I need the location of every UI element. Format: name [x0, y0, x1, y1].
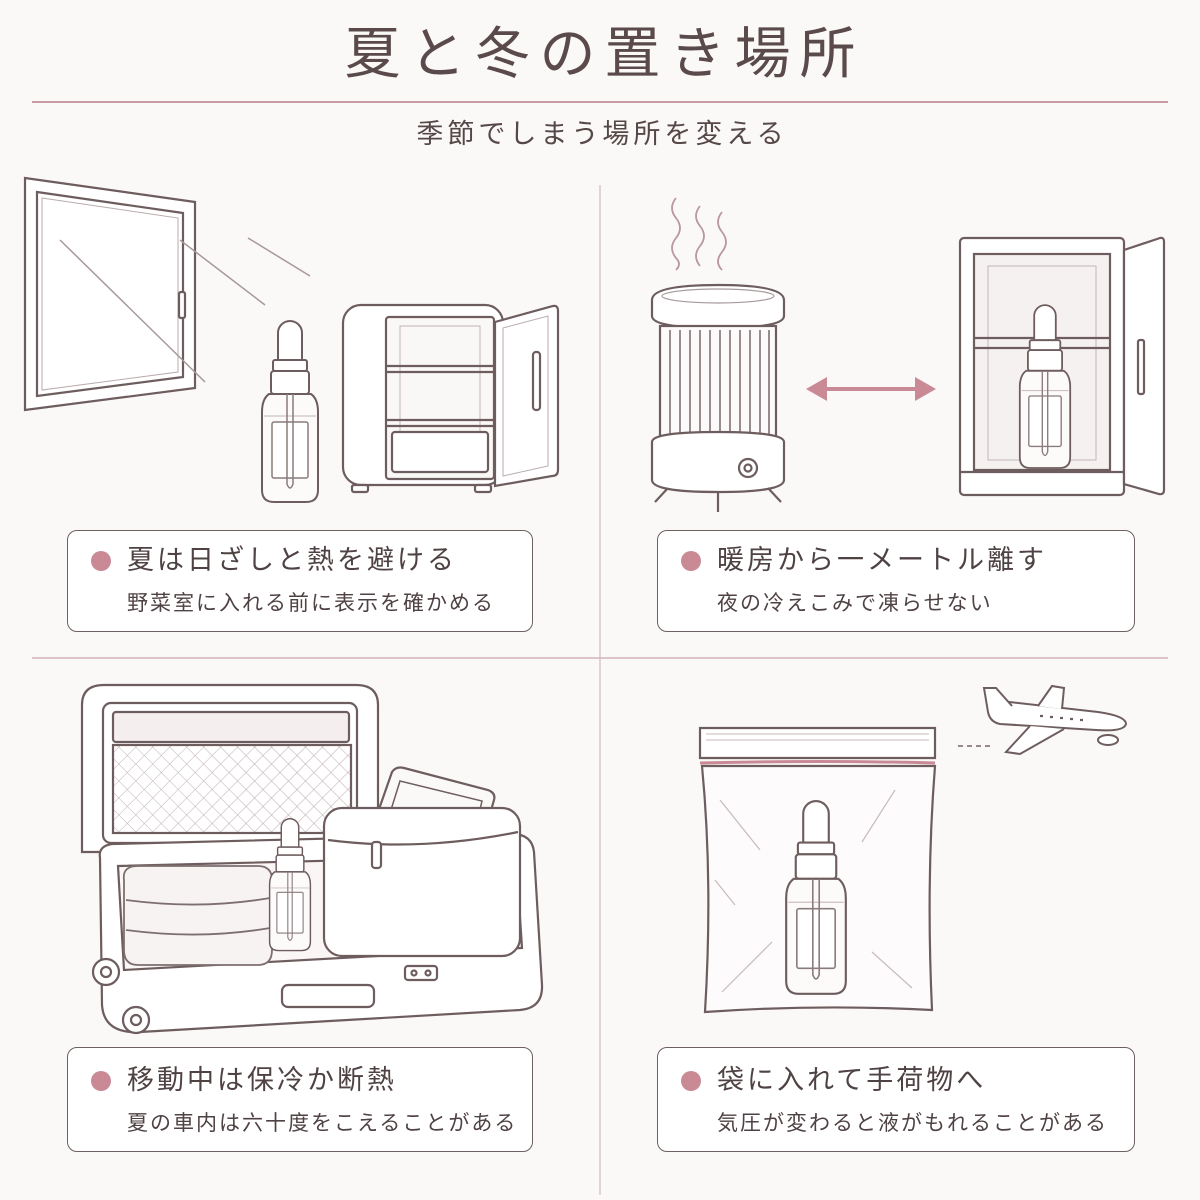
cooler-bag-body: [322, 806, 522, 958]
caption-card-winter: 暖房から一メートル離す 夜の冷えこみで凍らせない: [657, 530, 1135, 632]
light-ray: [247, 237, 311, 277]
cooler-bag-lid-seam: [327, 830, 519, 846]
light-ray: [59, 239, 206, 383]
airplane-fuselage: [986, 698, 1128, 732]
page-title: 夏と冬の置き場所: [344, 22, 865, 87]
towel-stack: [122, 865, 273, 966]
heater-grille: [658, 324, 778, 440]
towel-fold: [125, 897, 271, 906]
cabinet-door-handle: [1136, 338, 1146, 396]
heat-wave: [695, 205, 705, 267]
airplane-tail: [982, 687, 1013, 713]
suitcase-handle: [280, 983, 376, 1009]
suitcase-latch-dot: [424, 969, 432, 977]
window-inner-frame: [35, 190, 185, 398]
cooler-bag-handle: [376, 766, 496, 829]
heat-wave: [671, 197, 681, 271]
caption-note: 夜の冷えこみで凍らせない: [717, 591, 993, 615]
fridge-door: [493, 304, 560, 488]
airplane-windows: [1040, 714, 1083, 722]
towel-fold: [125, 927, 271, 936]
airplane-wing-lower: [1003, 725, 1065, 756]
airplane-wing-upper: [1037, 684, 1066, 710]
cabinet-back-wall: [987, 265, 1097, 461]
heater-base: [650, 430, 786, 494]
heater-top-surface: [661, 288, 775, 304]
caption-card-travel-flight: 袋に入れて手荷物へ 気圧が変わると液がもれることがある: [657, 1047, 1135, 1152]
heater-knob-center: [743, 463, 753, 473]
heater-grille-bars: [669, 330, 770, 436]
heater-knob: [737, 457, 759, 479]
fridge-drawer: [390, 430, 490, 474]
caption-note: 野菜室に入れる前に表示を確かめる: [127, 591, 495, 615]
caption-heading: 暖房から一メートル離す: [717, 545, 1047, 576]
towel-icon: [122, 865, 273, 966]
suitcase-wheel-lower-hub: [129, 1013, 143, 1027]
caption-note: 気圧が変わると液がもれることがある: [717, 1111, 1108, 1135]
fridge-door-handle: [531, 350, 542, 412]
caption-card-summer: 夏は日ざしと熱を避ける 野菜室に入れる前に表示を確かめる: [67, 530, 533, 632]
window-handle: [177, 290, 187, 320]
suitcase-latch: [403, 964, 439, 982]
window-outer-frame: [23, 176, 197, 412]
fridge-door-inner: [502, 315, 549, 477]
bullet-dot: [91, 551, 111, 571]
zip-bag-top-texture: [706, 733, 929, 741]
fridge-foot-right: [473, 483, 493, 494]
arrow-head-right: [915, 377, 936, 401]
light-ray: [179, 239, 266, 306]
airplane-engine: [1097, 734, 1119, 746]
zip-bag-top-band: [698, 726, 937, 760]
caption-card-travel-car: 移動中は保冷か断熱 夏の車内は六十度をこえることがある: [67, 1047, 533, 1152]
heat-wave: [717, 211, 727, 271]
suitcase-wheel-upper-hub: [99, 965, 113, 979]
caption-heading: 袋に入れて手荷物へ: [717, 1065, 987, 1096]
caption-heading: 移動中は保冷か断熱: [127, 1065, 397, 1096]
suitcase-mesh-pocket: [111, 743, 353, 835]
page-subtitle: 季節でしまう場所を変える: [416, 119, 788, 150]
double-arrow-icon: [806, 377, 936, 401]
heater-icon: [650, 283, 786, 512]
fridge-shelf-lower: [386, 418, 494, 428]
suitcase-lid-band: [111, 710, 351, 744]
mini-fridge-icon: [341, 303, 560, 494]
suitcase-wheel-upper: [91, 957, 121, 987]
dropper-bottle-icon: [261, 320, 319, 503]
bullet-dot: [91, 1071, 111, 1091]
sunlight-rays: [59, 237, 311, 383]
zip-bag-wrinkles: [714, 789, 913, 993]
bullet-dot: [681, 551, 701, 571]
heater-legs: [654, 487, 782, 512]
caption-heading: 夏は日ざしと熱を避ける: [127, 545, 457, 576]
suitcase-wheel-lower: [121, 1005, 151, 1035]
heat-waves: [671, 197, 727, 271]
zip-bag-seal-line: [699, 760, 936, 765]
bullet-dot: [681, 1071, 701, 1091]
suitcase-latch-dot: [410, 969, 418, 977]
airplane-icon: [982, 684, 1128, 756]
cooler-bag-icon: [322, 766, 522, 958]
fridge-shelf-upper: [386, 364, 494, 374]
arrow-head-left: [806, 377, 827, 401]
window-glass-edge: [41, 197, 179, 391]
fridge-foot-left: [350, 483, 370, 494]
caption-note: 夏の車内は六十度をこえることがある: [127, 1111, 518, 1135]
cooler-bag-zipper-pull: [370, 840, 383, 870]
window-icon: [23, 176, 197, 412]
